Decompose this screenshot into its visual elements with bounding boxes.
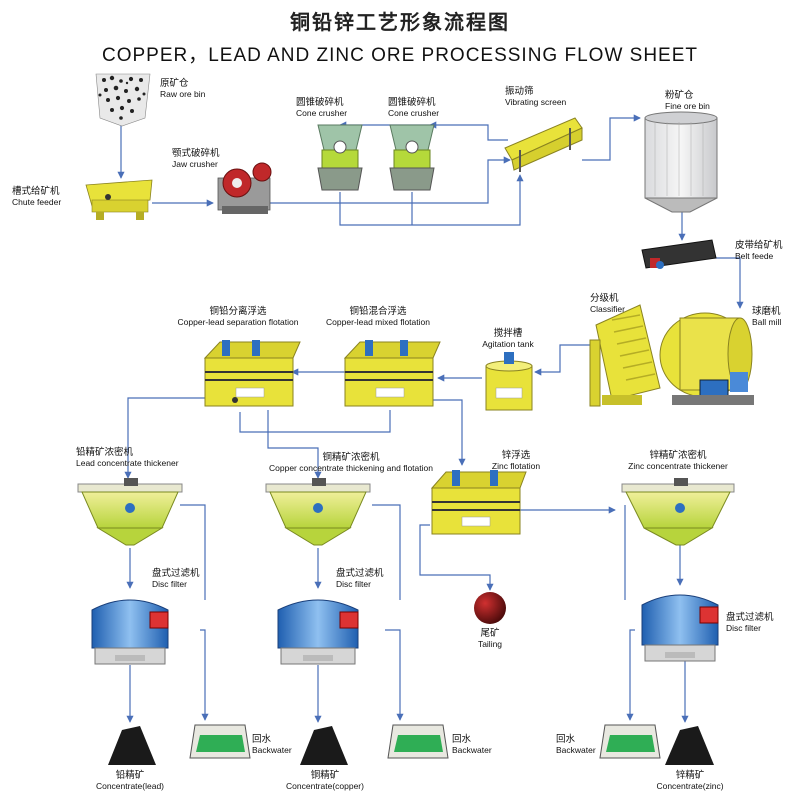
backwater-pool-2 xyxy=(387,724,449,759)
fine-ore-bin xyxy=(644,111,718,213)
cu-pb-separation-flotation-machine xyxy=(203,340,301,407)
disc-filter-2 xyxy=(277,599,359,665)
lead-concentrate-pile xyxy=(108,726,156,765)
cone-crusher-1 xyxy=(317,124,363,191)
cone-crusher-2 xyxy=(389,124,435,191)
chute-feeder xyxy=(85,179,153,220)
zinc-flotation-machine xyxy=(430,470,527,535)
jaw-crusher xyxy=(217,162,272,214)
zinc-concentrate-pile xyxy=(665,726,714,765)
backwater-pool-3 xyxy=(599,724,661,759)
title-english: COPPER，LEAD AND ZINC ORE PROCESSING FLOW… xyxy=(101,45,699,66)
agitation-tank xyxy=(485,352,533,411)
disc-filter-3 xyxy=(641,594,719,662)
raw-ore-bin xyxy=(95,73,151,127)
lead-thickener xyxy=(77,478,183,546)
title-chinese: 铜铅锌工艺形象流程图 xyxy=(290,10,510,34)
disc-filter-1 xyxy=(91,599,169,665)
flow-lines xyxy=(117,114,744,723)
ball-mill xyxy=(659,312,754,405)
vibrating-screen xyxy=(504,117,583,172)
tailing-ball xyxy=(474,592,506,624)
copper-concentrate-pile xyxy=(300,726,348,765)
cu-pb-mixed-flotation-machine xyxy=(343,340,441,407)
backwater-pool-1 xyxy=(189,724,251,759)
classifier xyxy=(589,304,661,407)
copper-thickener xyxy=(265,478,371,546)
belt-feeder xyxy=(641,239,717,269)
zinc-thickener xyxy=(621,478,735,546)
